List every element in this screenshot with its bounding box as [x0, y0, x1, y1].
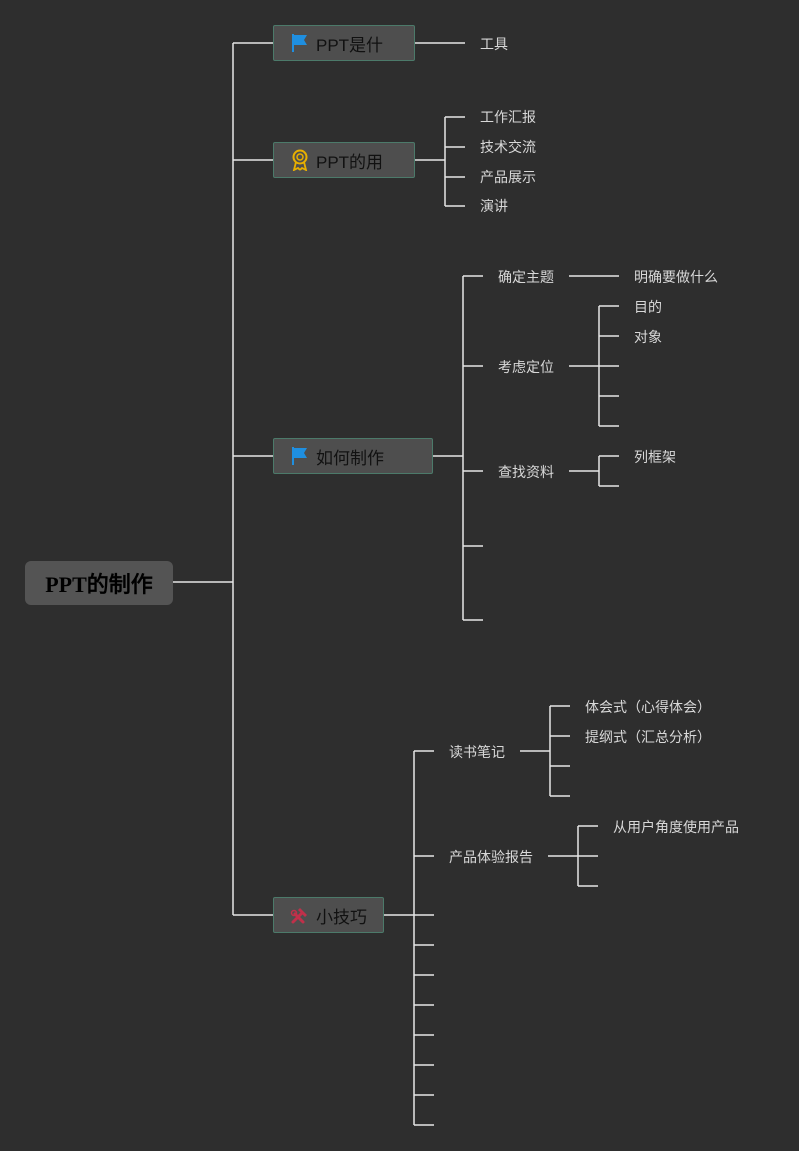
root-topic[interactable]: PPT的制作 — [25, 561, 173, 605]
subtopic-positioning[interactable]: 考虑定位 — [498, 359, 554, 375]
subtopic-tech-exchange[interactable]: 技术交流 — [480, 139, 536, 155]
topic-label: 小技巧 — [316, 907, 367, 927]
topic-label: 如何制作 — [316, 448, 384, 468]
topic-what-is[interactable]: PPT是什 — [273, 25, 415, 61]
subtopic-product-report[interactable]: 产品体验报告 — [449, 849, 533, 865]
topic-how-to[interactable]: 如何制作 — [273, 438, 433, 474]
topic-uses[interactable]: PPT的用 — [273, 142, 415, 178]
subtopic-tool[interactable]: 工具 — [480, 36, 508, 52]
leaf-clarify-goal[interactable]: 明确要做什么 — [634, 269, 718, 285]
leaf-reflection-style[interactable]: 体会式（心得体会） — [585, 699, 711, 715]
award-ribbon-icon — [290, 149, 310, 171]
connector — [569, 455, 619, 487]
connector — [173, 42, 273, 916]
leaf-audience[interactable]: 对象 — [634, 329, 662, 345]
topic-label: PPT的用 — [316, 152, 384, 172]
subtopic-define-theme[interactable]: 确定主题 — [498, 269, 554, 285]
subtopic-work-report[interactable]: 工作汇报 — [480, 109, 536, 125]
connector — [384, 750, 434, 1126]
connector — [433, 275, 483, 621]
connector — [548, 825, 598, 887]
subtopic-speech[interactable]: 演讲 — [480, 198, 508, 214]
leaf-user-perspective[interactable]: 从用户角度使用产品 — [613, 819, 739, 835]
leaf-outline-style[interactable]: 提纲式（汇总分析） — [585, 729, 711, 745]
connector — [569, 305, 619, 427]
subtopic-research[interactable]: 查找资料 — [498, 464, 554, 480]
subtopic-product-show[interactable]: 产品展示 — [480, 169, 536, 185]
connector — [520, 705, 570, 797]
topic-label: PPT是什 — [316, 35, 384, 55]
leaf-purpose[interactable]: 目的 — [634, 299, 662, 315]
topic-tips[interactable]: 小技巧 — [273, 897, 384, 933]
flag-icon — [290, 32, 310, 54]
flag-icon — [290, 445, 310, 467]
tools-icon — [290, 904, 310, 926]
subtopic-reading-notes[interactable]: 读书笔记 — [449, 744, 505, 760]
leaf-outline[interactable]: 列框架 — [634, 449, 676, 465]
connector — [415, 116, 465, 207]
